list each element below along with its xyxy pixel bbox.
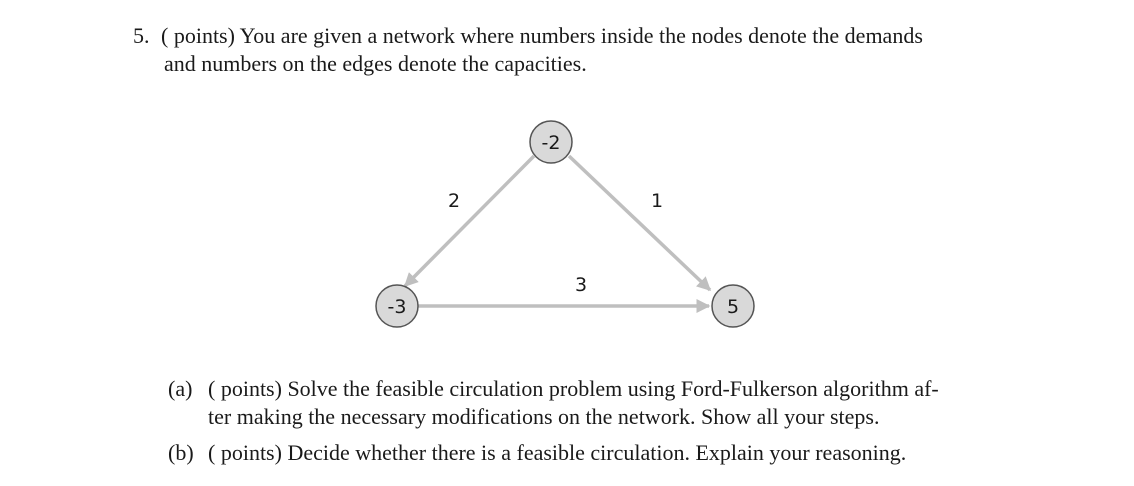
subpart-b-line-1: ( points) Decide whether there is a feas… xyxy=(208,440,907,465)
node-label-right: 5 xyxy=(727,296,739,318)
node-right: 5 xyxy=(711,284,755,328)
node-top: -2 xyxy=(529,120,573,164)
subpart-a-tag: (a) xyxy=(168,376,193,401)
edge-label-top-left: 2 xyxy=(448,190,460,212)
edge-label-top-right: 1 xyxy=(651,190,663,212)
subpart-a: (a) ( points) Solve the feasible circula… xyxy=(168,375,1028,431)
problem-number: 5. xyxy=(133,23,150,48)
problem-text-line-2: and numbers on the edges denote the capa… xyxy=(164,51,587,76)
problem-line-1: 5. ( points) You are given a network wher… xyxy=(133,22,1023,50)
subpart-a-line-2: ter making the necessary modifications o… xyxy=(208,404,880,429)
subparts-list: (a) ( points) Solve the feasible circula… xyxy=(168,375,1028,475)
problem-statement: 5. ( points) You are given a network wher… xyxy=(133,22,1023,78)
subpart-a-line-1: ( points) Solve the feasible circulation… xyxy=(208,376,939,401)
subpart-b-tag: (b) xyxy=(168,440,194,465)
edge-label-left-right: 3 xyxy=(575,274,587,296)
edge-top-right xyxy=(567,154,712,292)
node-left: -3 xyxy=(375,284,419,328)
subpart-b: (b) ( points) Decide whether there is a … xyxy=(168,439,1028,467)
node-label-left: -3 xyxy=(388,296,407,318)
edge-top-left xyxy=(403,154,536,288)
problem-text-line-1: ( points) You are given a network where … xyxy=(161,23,923,48)
node-label-top: -2 xyxy=(542,132,561,154)
